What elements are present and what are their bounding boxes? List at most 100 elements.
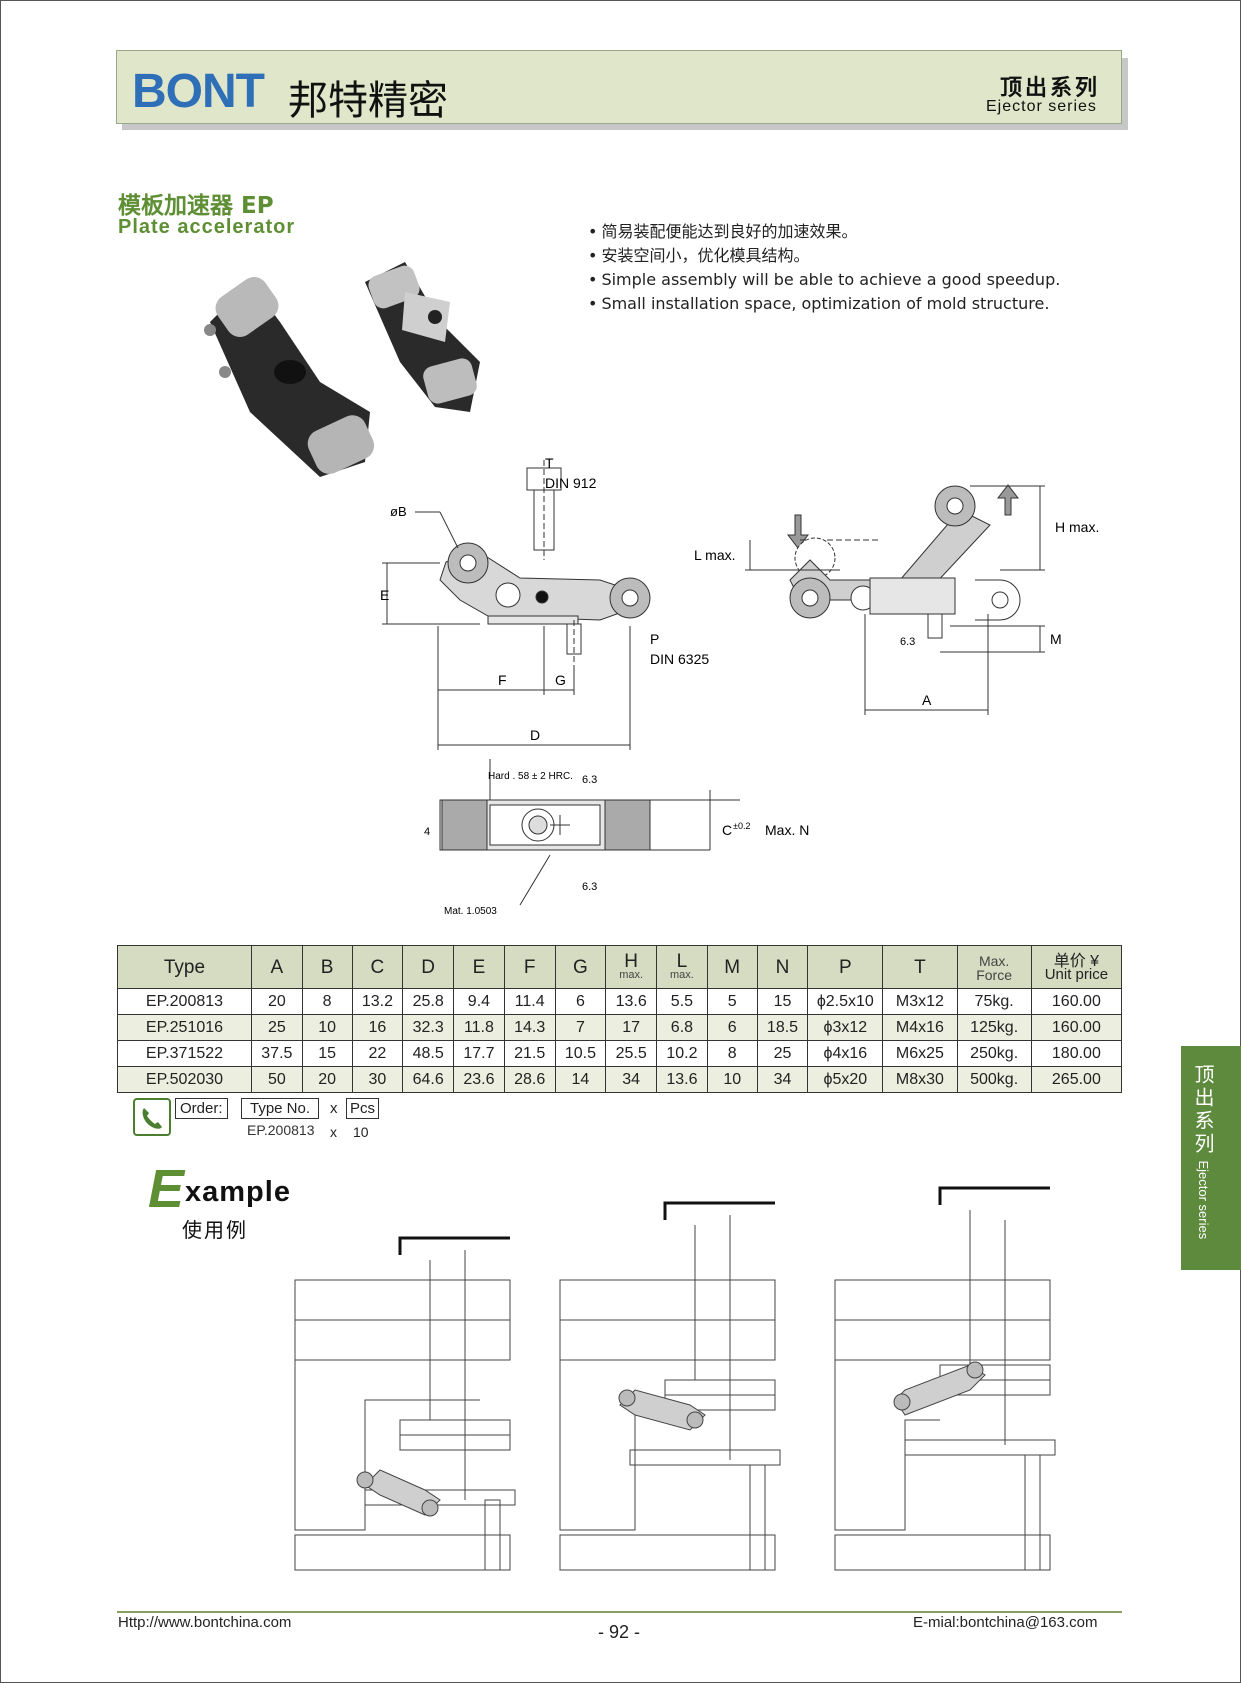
table-cell: 34 [605,1066,658,1093]
footer-divider [117,1611,1122,1613]
roughness-label: 6.3 [582,881,597,893]
accelerator-part-small [365,262,480,412]
col-header: F [503,945,556,989]
dim-label-b: øB [390,504,407,519]
table-cell: 37.5 [250,1040,303,1067]
table-cell: 75kg. [956,988,1032,1015]
table-cell: 8 [301,988,353,1015]
table-cell: 13.2 [351,988,404,1015]
table-cell: 11.4 [503,988,556,1015]
table-cell: 10.2 [656,1040,708,1067]
dim-label-f: F [498,672,507,688]
table-cell: 14 [554,1066,607,1093]
col-header: 单价 ¥Unit price [1030,945,1123,989]
table-cell: 22 [351,1040,404,1067]
table-cell: 160.00 [1030,988,1123,1015]
table-cell: EP.251016 [117,1014,252,1041]
table-cell: EP.200813 [117,988,252,1015]
drawing-side-view: T DIN 912 øB E P DIN 6325 F G D [380,455,709,750]
order-type-label: Type No. [241,1098,320,1119]
dim-label-c-tol: ±0.2 [733,821,750,831]
table-cell: 15 [301,1040,353,1067]
side-tab-en: Ejector series [1196,1160,1211,1240]
table-cell: 265.00 [1030,1066,1123,1093]
col-header: P [807,945,884,989]
col-header: G [554,945,607,989]
dim-label-a: A [922,692,932,708]
roughness-label: 6.3 [582,774,597,786]
example-drawings [294,1186,1056,1571]
table-cell: 13.6 [605,988,658,1015]
table-cell: 10 [706,1066,758,1093]
dim-label-t-std: DIN 912 [545,475,597,491]
table-cell: ϕ2.5x10 [807,988,884,1015]
table-cell: M8x30 [882,1066,958,1093]
col-header: Type [117,945,252,989]
col-header: T [882,945,958,989]
example-title-initial: E [148,1159,185,1219]
table-cell: 21.5 [503,1040,556,1067]
table-cell: 160.00 [1030,1014,1123,1041]
table-cell: 25.8 [402,988,455,1015]
header-bar [116,50,1122,124]
table-cell: 180.00 [1030,1040,1123,1067]
feature-item: Small installation space, optimization o… [588,292,1060,316]
table-cell: M3x12 [882,988,958,1015]
table-cell: 7 [554,1014,607,1041]
table-cell: 10 [301,1014,353,1041]
table-cell: 20 [250,988,303,1015]
product-title-cn: 模板加速器 EP [118,193,274,219]
drawing-top-view: Hard . 58 ± 2 HRC. 6.3 6.3 C ±0.2 Max. N… [424,759,809,917]
table-cell: 23.6 [453,1066,505,1093]
table-cell: 30 [351,1066,404,1093]
table-cell: 48.5 [402,1040,455,1067]
table-cell: 64.6 [402,1066,455,1093]
series-title-en: Ejector series [986,98,1097,115]
table-cell: 34 [756,1066,809,1093]
col-header: C [351,945,404,989]
dim-label-l: L max. [694,547,736,563]
order-label: Order: [175,1098,228,1119]
dim-label-h: H max. [1055,519,1099,535]
table-cell: 6 [706,1014,758,1041]
feature-item: Simple assembly will be able to achieve … [588,268,1060,292]
product-photo [204,262,480,477]
table-cell: 6.8 [656,1014,708,1041]
order-example-type: EP.200813 [247,1122,315,1138]
example-drawing-3 [834,1186,1056,1571]
product-title-en: Plate accelerator [118,216,296,238]
table-cell: 14.3 [503,1014,556,1041]
table-cell: 250kg. [956,1040,1032,1067]
example-title: xample [185,1176,291,1208]
table-cell: 50 [250,1066,303,1093]
order-multiply: x [330,1100,338,1117]
dim-label-p: P [650,631,659,647]
brand-name-cn: 邦特精密 [288,78,448,124]
page-number: - 92 - [598,1622,641,1642]
table-cell: 18.5 [756,1014,809,1041]
roughness-label: 6.3 [900,636,915,648]
footer-website[interactable]: Http://www.bontchina.com [118,1614,292,1631]
phone-icon [133,1098,171,1136]
footer-email[interactable]: E-mial:bontchina@163.com [913,1614,1098,1631]
feature-list: 简易装配便能达到良好的加速效果。 安装空间小，优化模具结构。 Simple as… [588,220,1060,316]
order-example-qty: 10 [353,1124,369,1140]
table-cell: 16 [351,1014,404,1041]
table-cell: 17 [605,1014,658,1041]
col-header: M [706,945,758,989]
table-cell: 8 [706,1040,758,1067]
table-cell: 6 [554,988,607,1015]
table-cell: 25 [250,1014,303,1041]
col-header: A [250,945,303,989]
col-header: Max.Force [956,945,1032,989]
dim-label-t: T [545,455,554,471]
example-drawing-2 [559,1201,781,1571]
table-cell: 9.4 [453,988,505,1015]
table-cell: 32.3 [402,1014,455,1041]
table-cell: ϕ5x20 [807,1066,884,1093]
